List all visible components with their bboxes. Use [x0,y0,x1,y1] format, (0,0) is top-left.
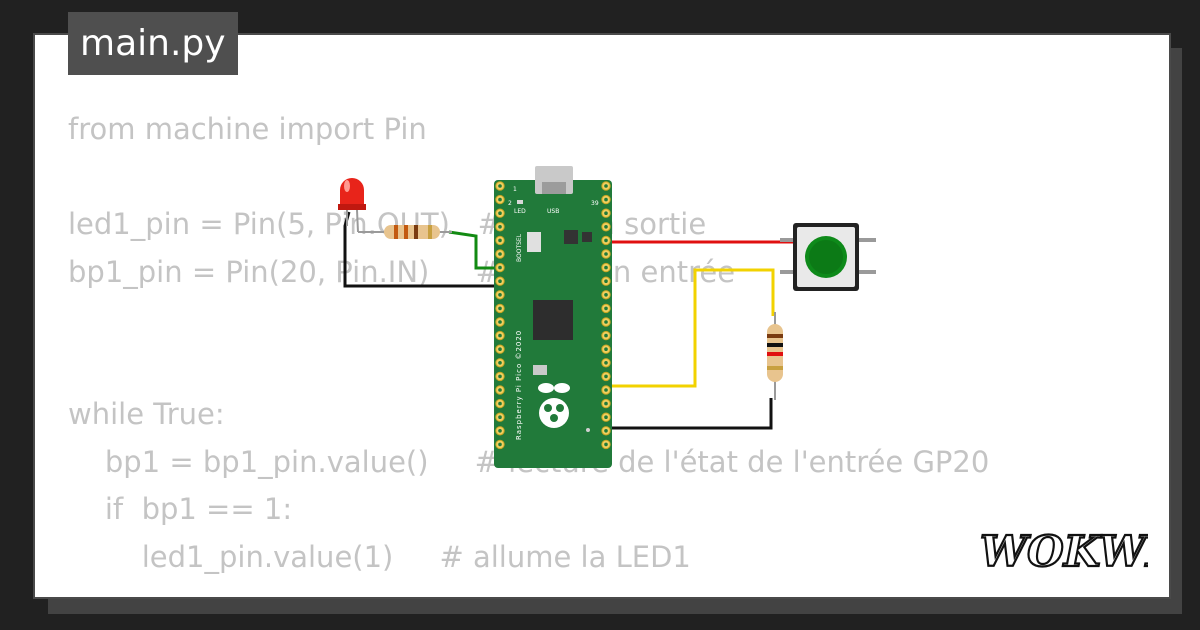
board-name-label: Raspberry Pi Pico ©2020 [515,330,523,440]
pico-pin-hole [498,197,502,202]
pico-pin-hole [604,388,608,392]
pico-pin-hole [604,197,608,202]
pico-pin-hole [604,238,608,243]
pico-pin-hole [498,238,502,243]
code-line: from machine import Pin [68,112,427,146]
pico-pin-hole [498,415,502,420]
red-led-icon[interactable] [338,178,366,233]
pico-pin-hole [498,347,502,352]
led-label: LED [514,208,526,215]
pin-39-label: 39 [591,200,599,207]
pico-pin-hole [498,388,502,392]
code-line: if bp1 == 1: [68,492,293,526]
pico-pin-hole [498,225,502,229]
led-resistor-icon[interactable] [358,225,452,239]
wokwi-logo-text: WOKWI [980,528,1148,576]
pico-pin-hole [604,374,608,379]
pulldown-resistor-icon[interactable] [767,312,783,400]
pico-pin-hole [498,211,502,215]
pico-pin-hole [498,252,502,256]
pico-pin-hole [604,265,608,270]
code-line: led1_pin.value(1) # allume la LED1 [68,539,691,574]
pico-pin-hole [604,293,608,297]
pico-pin-hole [604,225,608,229]
bootsel-label: BOOTSEL [516,233,523,262]
pico-pin-hole [604,252,608,256]
code-line: while True: [68,397,225,431]
pico-pin-hole [604,333,608,338]
pushbutton-icon[interactable] [780,223,876,291]
pico-board[interactable]: USB LED 1 2 39 BOOTSEL Raspberry Pi Pico… [494,166,612,468]
wokwi-logo: WOKWI [979,528,1148,576]
pico-pin-hole [604,361,608,365]
file-tab-label: main.py [80,23,226,64]
usb-label: USB [547,208,559,215]
pico-pin-hole [604,429,608,433]
pico-pin-hole [498,279,502,284]
pico-pin-hole [498,401,502,406]
pico-pin-hole [498,442,502,447]
pico-pin-hole [498,184,502,188]
pico-pin-hole [604,184,608,188]
file-tab[interactable]: main.py [68,12,238,75]
pico-pin-hole [604,279,608,284]
wire-resistor-gp5[interactable] [448,230,498,270]
pico-pin-hole [498,429,502,433]
pico-pin-hole [498,361,502,365]
wire-pulldown-gnd[interactable] [604,398,773,430]
pico-pin-hole [498,293,502,297]
pico-pin-hole [498,333,502,338]
pico-pin-hole [604,401,608,406]
pico-pin-hole [604,211,608,215]
pico-pin-hole [604,347,608,352]
pico-pin-hole [498,265,502,270]
pico-pin-hole [498,306,502,311]
pico-pin-hole [604,415,608,420]
pico-pin-hole [498,374,502,379]
pico-pin-hole [498,320,502,324]
pin-1-label: 1 [513,186,517,193]
pico-pin-hole [604,306,608,311]
pin-2-label: 2 [508,200,512,207]
pico-pin-hole [604,442,608,447]
wire-button-gp20[interactable] [604,268,775,388]
pico-pin-hole [604,320,608,324]
raspberry-logo-icon [538,383,570,428]
